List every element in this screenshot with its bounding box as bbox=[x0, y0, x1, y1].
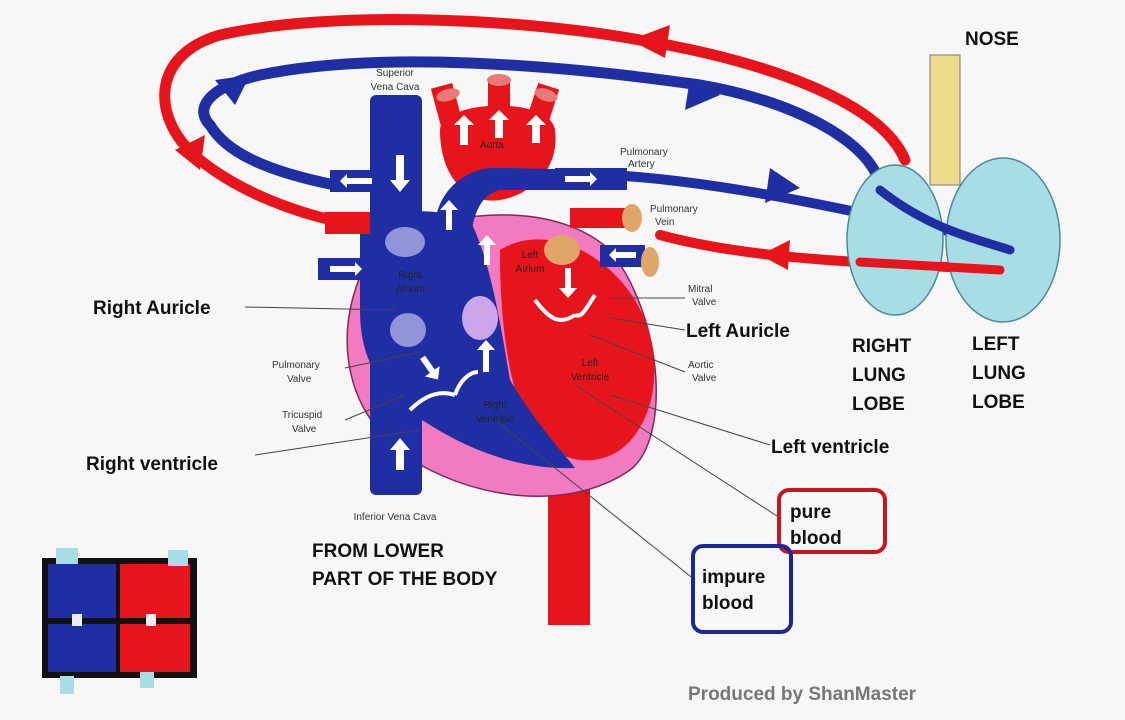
svg-text:impure: impure bbox=[702, 567, 765, 588]
svg-text:Tricuspid: Tricuspid bbox=[282, 410, 322, 421]
aortic-valve-label: Aortic Valve bbox=[688, 360, 717, 384]
svg-text:Vena Cava: Vena Cava bbox=[371, 82, 420, 93]
leader-lines bbox=[244, 297, 781, 581]
blue-arrowhead-lungs bbox=[765, 168, 800, 203]
svg-text:PART OF THE BODY: PART OF THE BODY bbox=[312, 569, 498, 590]
tricuspid-valve-label: Tricuspid Valve bbox=[282, 410, 322, 435]
svg-text:LUNG: LUNG bbox=[972, 363, 1026, 384]
left-heart-chambers bbox=[500, 239, 655, 461]
inferior-vena-cava-label: Inferior Vena Cava bbox=[354, 512, 437, 523]
red-arrowhead-lungs bbox=[760, 240, 790, 270]
pulmonary-artery-label: Pulmonary Artery bbox=[620, 147, 668, 170]
right-ventricle-inner-label: Right Ventricle bbox=[476, 400, 515, 425]
svg-text:Pulmonary: Pulmonary bbox=[650, 204, 698, 215]
right-auricle-label: Right Auricle bbox=[93, 298, 211, 319]
svg-text:Pulmonary: Pulmonary bbox=[620, 147, 668, 158]
svg-text:Ventricle: Ventricle bbox=[476, 414, 515, 425]
svg-text:LUNG: LUNG bbox=[852, 365, 906, 386]
svg-text:Valve: Valve bbox=[287, 374, 312, 385]
blood-color-legend-icon bbox=[42, 548, 197, 694]
credit-text: Produced by ShanMaster bbox=[688, 684, 917, 705]
red-arrowhead-top bbox=[630, 25, 670, 58]
right-ventricle-label: Right ventricle bbox=[86, 454, 218, 475]
svg-text:Atrium: Atrium bbox=[396, 284, 425, 295]
svg-text:Aortic: Aortic bbox=[688, 360, 714, 371]
pulmonary-vein-stub bbox=[622, 204, 642, 232]
svg-text:blood: blood bbox=[790, 528, 842, 549]
valve-shape bbox=[462, 296, 498, 340]
left-lung-lobe-label: LEFT LUNG LOBE bbox=[972, 334, 1026, 413]
pulmonary-vein-label: Pulmonary Vein bbox=[650, 204, 698, 228]
red-arrowhead-left bbox=[175, 135, 205, 170]
right-atrium-inner-label: Right Atrium bbox=[396, 270, 425, 295]
svg-text:Artery: Artery bbox=[628, 159, 655, 170]
svg-text:Superior: Superior bbox=[376, 68, 414, 79]
superior-vena-cava-label: Superior Vena Cava bbox=[371, 68, 420, 93]
impure-blood-box: impure blood bbox=[691, 544, 793, 634]
right-lung-lobe-label: RIGHT LUNG LOBE bbox=[852, 336, 912, 415]
blue-arrowhead-top bbox=[685, 78, 720, 110]
svg-text:Valve: Valve bbox=[292, 424, 317, 435]
pure-blood-box: pure blood bbox=[777, 488, 887, 554]
left-ventricle-inner-label: Left Ventricle bbox=[571, 358, 610, 383]
svg-text:Right: Right bbox=[483, 400, 507, 411]
left-ventricle-label: Left ventricle bbox=[771, 437, 889, 458]
svg-text:Valve: Valve bbox=[692, 297, 717, 308]
left-lung-lobe-shape bbox=[945, 157, 1061, 323]
right-lung-lobe-shape bbox=[846, 164, 944, 316]
pulmonary-valve-label: Pulmonary Valve bbox=[272, 360, 320, 385]
svg-text:Right: Right bbox=[398, 270, 422, 281]
svg-text:Valve: Valve bbox=[692, 373, 717, 384]
left-auricle-label: Left Auricle bbox=[686, 321, 790, 342]
svg-text:Pulmonary: Pulmonary bbox=[272, 360, 320, 371]
aorta-label: Aorta bbox=[480, 140, 504, 151]
svg-text:Atrium: Atrium bbox=[516, 264, 545, 275]
svg-text:LOBE: LOBE bbox=[852, 394, 905, 415]
svg-text:Ventricle: Ventricle bbox=[571, 372, 610, 383]
pulmonary-artery-trunk bbox=[434, 167, 610, 260]
heart bbox=[318, 74, 659, 625]
svg-text:blood: blood bbox=[702, 593, 754, 614]
svg-text:RIGHT: RIGHT bbox=[852, 336, 912, 357]
svg-text:LOBE: LOBE bbox=[972, 392, 1025, 413]
from-lower-body-label: FROM LOWER PART OF THE BODY bbox=[312, 541, 498, 590]
mitral-valve-label: Mitral Valve bbox=[688, 284, 717, 308]
svg-text:Left: Left bbox=[522, 250, 539, 261]
svg-text:pure: pure bbox=[790, 502, 831, 523]
nose-shape bbox=[929, 54, 961, 186]
blue-arrowhead-left bbox=[215, 75, 250, 105]
flow-arrows bbox=[330, 110, 636, 470]
svg-text:Mitral: Mitral bbox=[688, 284, 712, 295]
svg-text:FROM LOWER: FROM LOWER bbox=[312, 541, 444, 562]
vena-cava-vessel bbox=[370, 95, 422, 495]
nose-label: NOSE bbox=[965, 29, 1019, 50]
svg-text:Vein: Vein bbox=[655, 217, 674, 228]
svg-text:Left: Left bbox=[582, 358, 599, 369]
svg-text:LEFT: LEFT bbox=[972, 334, 1020, 355]
left-atrium-inner-label: Left Atrium bbox=[516, 250, 545, 275]
